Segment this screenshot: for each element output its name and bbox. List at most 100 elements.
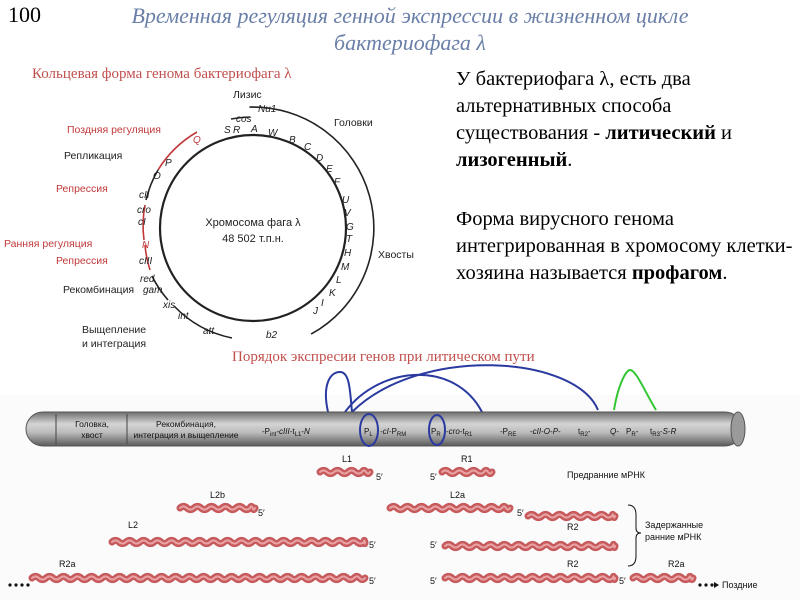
outer-arc-recombination	[151, 275, 169, 301]
gene-B: B	[289, 135, 296, 146]
gene-M: M	[341, 262, 350, 273]
elem-t: t	[292, 427, 295, 436]
gene-P: P	[165, 158, 172, 169]
elem-ciii: cIII	[279, 427, 290, 436]
gene-L: L	[336, 275, 342, 286]
late-dots-left	[8, 583, 30, 587]
five-prime-r2a-1: 5′	[369, 576, 376, 586]
arc-n-to-pl	[324, 370, 353, 413]
transcript-label-l2: L2	[128, 520, 138, 530]
gene-Q: Q	[193, 135, 201, 146]
dna-tube-end	[730, 411, 746, 447]
gene-U: U	[342, 195, 350, 206]
gene-gam: gam	[143, 285, 162, 296]
genome-caption: Кольцевая форма генома бактериофага λ	[32, 66, 292, 82]
five-prime-l2b: 5′	[258, 508, 265, 518]
prophage-paragraph: Форма вирусного генома интегрированная в…	[456, 206, 796, 287]
gene-cI: cI	[138, 217, 146, 228]
gene-red: red	[140, 274, 155, 285]
lifecycle-paragraph: У бактериофага λ, есть два альтернативны…	[456, 66, 796, 174]
label-heads: Головки	[334, 117, 373, 129]
para1-start: У бактериофага λ, есть два альтернативны…	[456, 68, 691, 144]
gene-cIII: cIII	[139, 256, 153, 267]
gene-O: O	[153, 171, 161, 182]
five-prime-l1: 5′	[376, 472, 383, 482]
transcript-label-r2-1: R2	[567, 522, 579, 532]
transcript-label-r2-2: R2	[567, 559, 579, 569]
mrna-r2a-left-highlight	[31, 575, 366, 581]
gene-C: C	[304, 142, 312, 153]
outer-arc-replication	[145, 169, 159, 201]
gene-D: D	[316, 153, 323, 164]
gene-T: T	[346, 234, 353, 245]
label-repression-1: Репрессия	[56, 183, 108, 195]
pre-early-mrna-label: Предранние мРНК	[567, 470, 646, 480]
label-late-regulation: Поздняя регуляция	[67, 124, 161, 136]
elem-tr2: tR2-	[578, 427, 591, 438]
transcript-label-l1: L1	[342, 454, 352, 464]
mrna-r2-top-highlight	[527, 513, 616, 519]
mrna-l2b-highlight	[179, 505, 256, 511]
elem-cro-tr1: -cro-tR1	[446, 427, 473, 438]
outer-arc-early-regulation	[144, 244, 151, 271]
lytic-order-caption: Порядок экспресии генов при литическом п…	[232, 349, 535, 365]
gene-cro: cro	[137, 205, 151, 216]
title-line-1: Временная регуляция генной экспрессии в …	[131, 3, 689, 28]
gene-cII: cII	[139, 190, 150, 201]
tube-gene-elements: -Pint-cIII-tL1-N PL -cI-PRM PR -cro-tR1 …	[262, 427, 677, 438]
gene-nu1: Nu1	[258, 104, 276, 115]
para2-start: Форма вирусного генома интегрированная в…	[456, 208, 793, 284]
tube-label-tail: хвост	[81, 430, 103, 440]
label-excision-1: Выщепление	[82, 324, 146, 336]
five-prime-r2a-2: 5′	[619, 576, 626, 586]
elem-pl: PL	[364, 427, 373, 438]
gene-R: R	[233, 125, 240, 136]
delayed-early-bracket	[627, 504, 642, 567]
gene-W: W	[268, 128, 279, 139]
gene-V: V	[344, 208, 352, 219]
transcript-label-r1: R1	[461, 454, 473, 464]
outer-arc-late-regulation	[157, 131, 198, 171]
para1-end: .	[567, 149, 573, 171]
delayed-early-label-2: ранние мРНК	[645, 532, 702, 542]
elem-l1: L1	[295, 432, 302, 438]
transcript-label-l2a: L2a	[450, 490, 465, 500]
elem-p: P	[265, 427, 270, 436]
lytic-term: литический	[605, 122, 716, 144]
prophage-term: профагом	[631, 262, 723, 284]
gene-I: I	[321, 298, 324, 309]
elem-pre: -PRE	[500, 427, 516, 438]
elem-cii-o-p: -cII-O-P-	[530, 427, 561, 436]
gene-S: S	[224, 125, 231, 136]
gene-H: H	[344, 248, 352, 259]
mrna-transcripts	[28, 466, 697, 584]
elem-pr: PR	[431, 427, 441, 438]
circular-genome-map: Хромосома фага λ 48 502 т.п.н. Лизис Гол…	[4, 89, 414, 350]
transcript-label-r2a-1: R2a	[59, 559, 76, 569]
gene-cos: cos	[236, 114, 252, 125]
gene-N: N	[142, 240, 150, 251]
label-early-regulation: Ранняя регуляция	[4, 238, 92, 250]
chromosome-label: Хромосома фага λ	[205, 217, 301, 229]
title-line-2: бактериофага λ	[334, 30, 486, 55]
lytic-expression-diagram: Головка, хвост Рекомбинация, интеграция …	[0, 364, 800, 600]
gene-att: att	[203, 326, 215, 337]
five-prime-l2: 5′	[369, 540, 376, 550]
transcript-label-r2a-2: R2a	[668, 559, 685, 569]
five-prime-l2a: 5′	[517, 508, 524, 518]
gene-J: J	[312, 306, 319, 317]
elem-int: int	[270, 432, 277, 438]
label-tails: Хвосты	[378, 249, 414, 261]
elem-p-int: -Pint-cIII-tL1-N	[262, 427, 310, 438]
arc-q-antitermination	[613, 368, 657, 411]
para2-end: .	[722, 262, 728, 284]
mrna-r2-bottom-highlight	[444, 575, 616, 581]
gene-G: G	[346, 222, 354, 233]
mrna-l1-highlight	[319, 469, 371, 475]
mrna-r2a-right-highlight	[632, 575, 694, 581]
tube-label-head: Головка,	[75, 419, 109, 429]
transcript-label-l2b: L2b	[210, 490, 225, 500]
mrna-r1-highlight	[441, 469, 493, 475]
elem-q: Q-	[610, 427, 619, 436]
elem-n: N	[304, 427, 310, 436]
